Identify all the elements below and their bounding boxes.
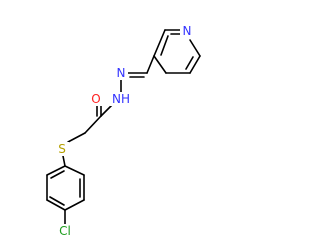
bond-py-3 [189,55,201,74]
bond-py-inner-1 [185,56,194,70]
bond-ph-1 [64,165,85,176]
bond-ph-3 [64,199,85,211]
chlorine-label: Cl [59,224,71,238]
sulfur-label: S [58,142,66,156]
hydrazone-nitrogen-label: N [117,66,126,80]
pyridine-ring [153,29,201,74]
bond-ch2-s [67,132,86,143]
bond-py-5 [153,55,167,74]
structure-diagram: N N NH O S Cl [46,24,201,238]
bond-py-2 [189,39,201,57]
bond-ring-ch [146,55,155,74]
chlorophenyl-ring [46,165,85,225]
pyridine-nitrogen-label: N [183,24,192,38]
hydrazone-nh-label: NH [112,92,130,106]
bond-ph-6 [46,165,66,176]
bond-ph-inner-3 [50,170,65,179]
bond-c-ch2 [84,115,102,134]
bond-ph-inner-2 [49,196,65,206]
molecule-canvas: N N NH O S Cl [46,24,201,238]
bond-py-6 [153,29,166,57]
atom-labels: N N NH O S Cl [55,24,194,238]
bond-py-inner-2 [160,35,169,56]
carbonyl-oxygen-label: O [91,92,100,106]
hydrazone-linker [100,55,155,117]
bond-s-ring [62,155,66,167]
acetyl-chain [62,103,102,167]
bond-ph-4 [46,199,66,211]
